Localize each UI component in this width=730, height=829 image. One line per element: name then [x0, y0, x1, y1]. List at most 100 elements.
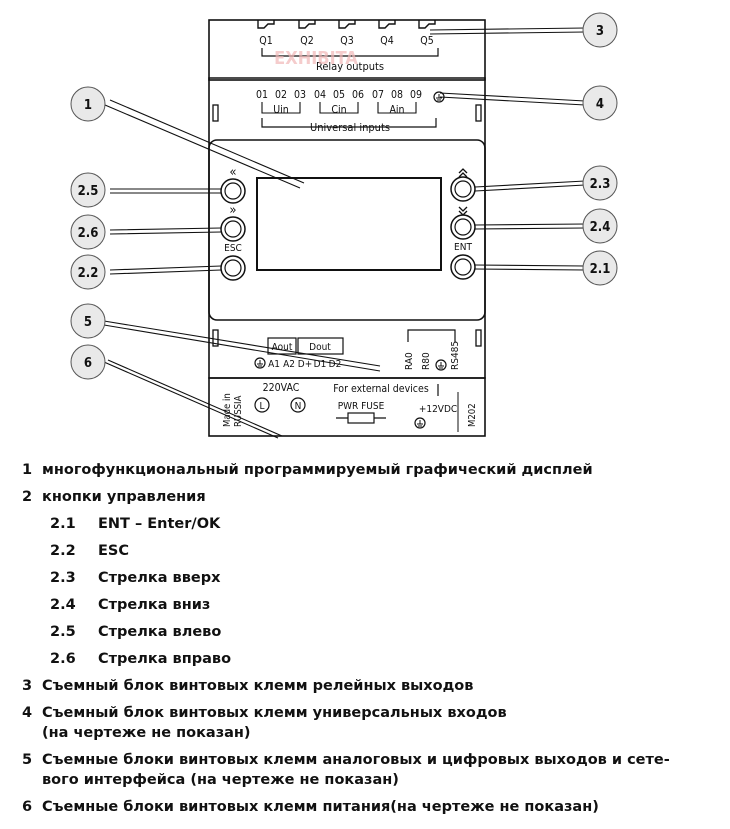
relay-notch — [338, 20, 356, 29]
power-terminal-block — [208, 377, 486, 437]
legend-item-number: 6 — [22, 799, 33, 815]
callout-5: 5 — [70, 303, 106, 339]
relay-output-label: Q1 — [259, 35, 272, 47]
legend-item-text: кнопки управления — [42, 489, 206, 505]
legend-item-number: 1 — [22, 462, 33, 478]
callout-2-2: 2.2 — [70, 254, 106, 290]
n-label: N — [295, 401, 302, 412]
callout-1: 1 — [70, 86, 106, 122]
output-terminal-label: D1 — [314, 359, 327, 370]
callout-6: 6 — [70, 344, 106, 380]
svg-text:2.2: 2.2 — [78, 266, 99, 281]
legend-item-text: Стрелка вверх — [98, 570, 221, 586]
legend-item: 3 Съемный блок винтовых клемм релейных вы… — [22, 676, 722, 696]
relay-output-label: Q4 — [380, 35, 393, 47]
input-group-label: Uin — [273, 104, 289, 116]
chevron-double-left-icon: « — [229, 165, 236, 180]
relay-outputs-title: Relay outputs — [316, 60, 384, 73]
button-ent[interactable] — [450, 254, 476, 280]
rs485-label: RA0 — [404, 352, 415, 370]
relay-notch — [257, 20, 275, 29]
legend-item-number: 2.3 — [50, 570, 76, 586]
legend-item-number: 2.4 — [50, 597, 76, 613]
legend-item-number: 5 — [22, 752, 33, 768]
universal-inputs-title: Universal inputs — [310, 121, 390, 134]
button-right-2-6[interactable] — [220, 216, 246, 242]
made-in-label: Made in — [222, 393, 233, 427]
input-number: 06 — [352, 89, 364, 101]
legend-item-number: 2.6 — [50, 651, 76, 667]
output-terminal-label: D2 — [329, 359, 342, 370]
chevron-double-down-icon — [458, 206, 468, 216]
fuse-icon — [336, 412, 386, 424]
output-terminal-label: A2 — [283, 359, 295, 370]
button-left-2-5[interactable] — [220, 178, 246, 204]
svg-text:2.3: 2.3 — [590, 177, 611, 192]
housing-body — [208, 139, 486, 321]
russia-label: RUSSIA — [233, 395, 244, 427]
svg-text:2.4: 2.4 — [590, 220, 611, 235]
svg-text:3: 3 — [596, 24, 604, 39]
input-group-label: Cin — [331, 104, 346, 116]
model-label: M202 — [467, 403, 478, 427]
legend-item: 2 кнопки управления — [22, 487, 722, 507]
external-devices-label: For external devices — [333, 383, 429, 395]
ground-icon — [414, 417, 426, 429]
callout-3: 3 — [582, 12, 618, 48]
button-up-2-3[interactable] — [450, 176, 476, 202]
12vdc-label: +12VDC — [419, 404, 457, 415]
dout-label: Dout — [309, 342, 331, 353]
svg-text:6: 6 — [84, 356, 92, 371]
relay-output-label: Q5 — [420, 35, 433, 47]
legend-item-text: многофункциональный программируемый граф… — [42, 462, 593, 478]
ground-icon — [254, 357, 266, 369]
legend-item-number: 4 — [22, 705, 33, 721]
callout-2-6: 2.6 — [70, 214, 106, 250]
legend-item: 2.4 Стрелка вниз — [22, 595, 722, 615]
relay-output-label: Q2 — [300, 35, 313, 47]
legend-item-number: 3 — [22, 678, 33, 694]
legend-item: 2.3 Стрелка вверх — [22, 568, 722, 588]
callout-2-3: 2.3 — [582, 165, 618, 201]
esc-label: ESC — [224, 243, 242, 254]
legend: 1 многофункциональный программируемый гра… — [22, 460, 722, 817]
relay-notch — [378, 20, 396, 29]
output-terminal-label: D+ — [298, 359, 312, 370]
button-esc[interactable] — [220, 255, 246, 281]
legend-item-number: 2 — [22, 489, 33, 505]
ground-icon — [435, 359, 447, 371]
graphic-display — [256, 177, 442, 271]
aout-label: Aout — [272, 342, 293, 353]
ent-label: ENT — [454, 242, 472, 253]
svg-text:2.1: 2.1 — [590, 262, 611, 277]
svg-text:1: 1 — [84, 98, 92, 113]
legend-item-text: Стрелка вниз — [98, 597, 211, 613]
legend-item-text: Съемный блок винтовых клемм релейных вых… — [42, 678, 474, 694]
rs485-label: R80 — [421, 352, 432, 370]
rs485-label: RS485 — [450, 341, 461, 370]
legend-item-text: Стрелка влево — [98, 624, 222, 640]
input-number: 08 — [391, 89, 403, 101]
watermark-text: EXHIBITA — [274, 48, 358, 69]
callout-4: 4 — [582, 85, 618, 121]
l-label: L — [259, 401, 264, 412]
svg-text:4: 4 — [596, 97, 604, 112]
input-number: 04 — [314, 89, 326, 101]
legend-item: 1 многофункциональный программируемый гра… — [22, 460, 722, 480]
button-down-2-4[interactable] — [450, 214, 476, 240]
svg-text:2.5: 2.5 — [78, 184, 99, 199]
input-number: 09 — [410, 89, 422, 101]
pwr-fuse-label: PWR FUSE — [338, 401, 385, 412]
output-terminal-label: A1 — [268, 359, 280, 370]
input-number: 03 — [294, 89, 306, 101]
relay-notch — [418, 20, 436, 29]
input-number: 07 — [372, 89, 384, 101]
input-number: 02 — [275, 89, 287, 101]
